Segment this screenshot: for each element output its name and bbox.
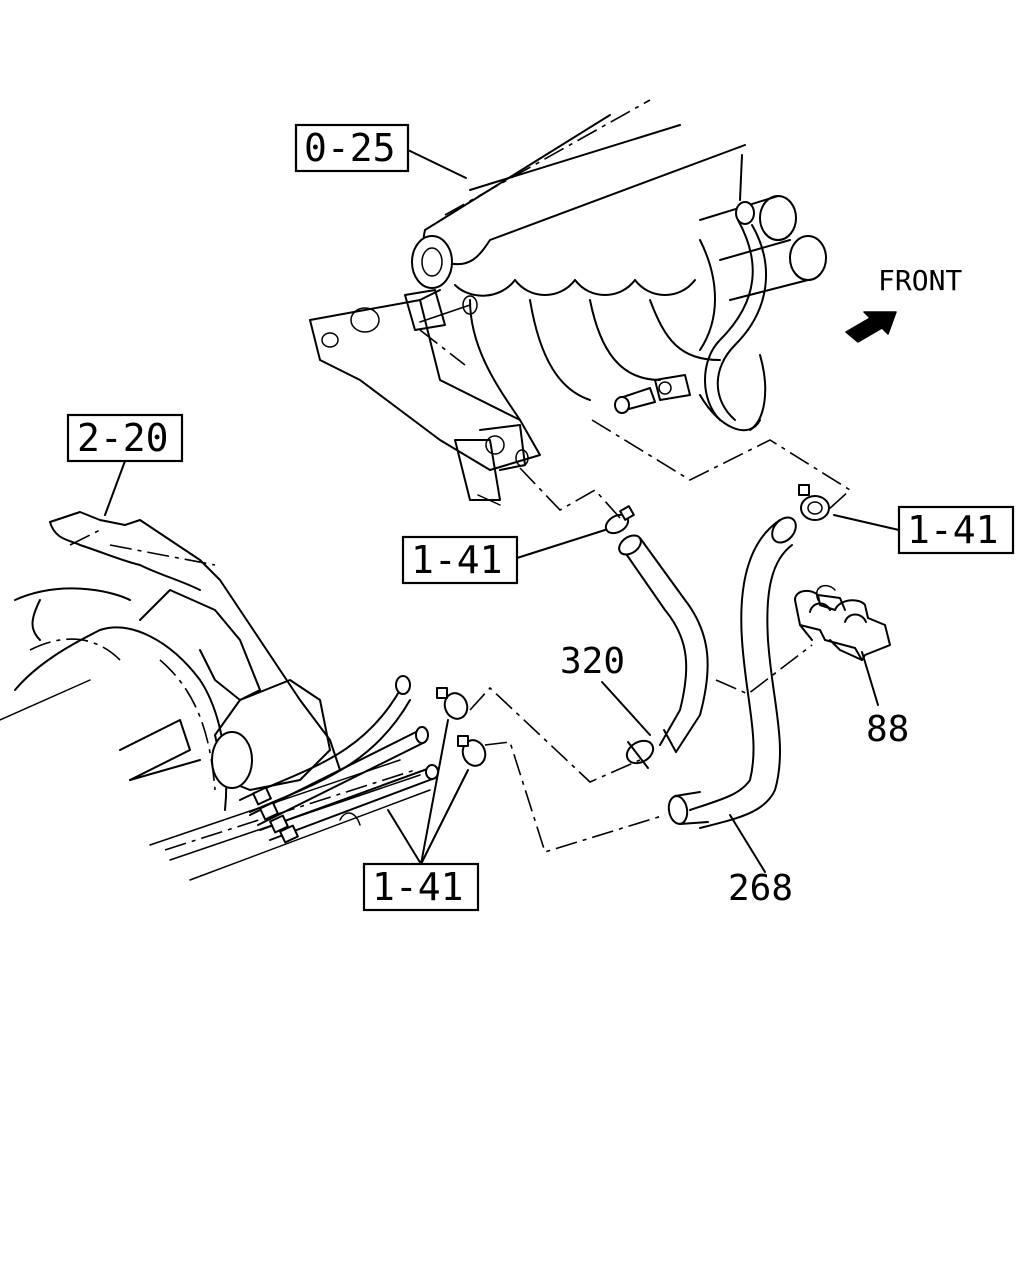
intake-manifold-drawing [309,99,827,506]
svg-text:1-41: 1-41 [411,538,503,582]
svg-text:1-41: 1-41 [372,865,464,909]
ref-clip-upper-right: 1-41 [833,505,1015,555]
svg-text:1-41: 1-41 [907,508,999,552]
part-320-label: 320 [560,641,625,682]
part-268-callout: 268 [728,814,793,909]
ref-transmission: 2-20 [66,413,184,516]
front-label: FRONT [878,264,962,297]
part-88-callout: 88 [861,651,909,750]
clip-88-drawing [794,584,891,661]
svg-text:0-25: 0-25 [304,126,396,170]
hose-268-drawing [667,516,797,829]
ref-clip-lower: 1-41 [362,719,480,912]
part-320-callout: 320 [560,641,651,736]
hose-320-drawing [618,534,709,769]
transmission-drawing [0,511,439,881]
svg-text:2-20: 2-20 [77,416,169,460]
front-arrow-icon [845,311,897,343]
hose-clamp-drawings [436,484,830,767]
part-268-label: 268 [728,868,793,909]
part-88-label: 88 [866,709,909,750]
ref-clip-upper-left: 1-41 [401,529,606,585]
routing-lines [469,419,852,853]
front-direction-indicator: FRONT [845,264,962,343]
ref-intake-manifold: 0-25 [294,123,467,179]
